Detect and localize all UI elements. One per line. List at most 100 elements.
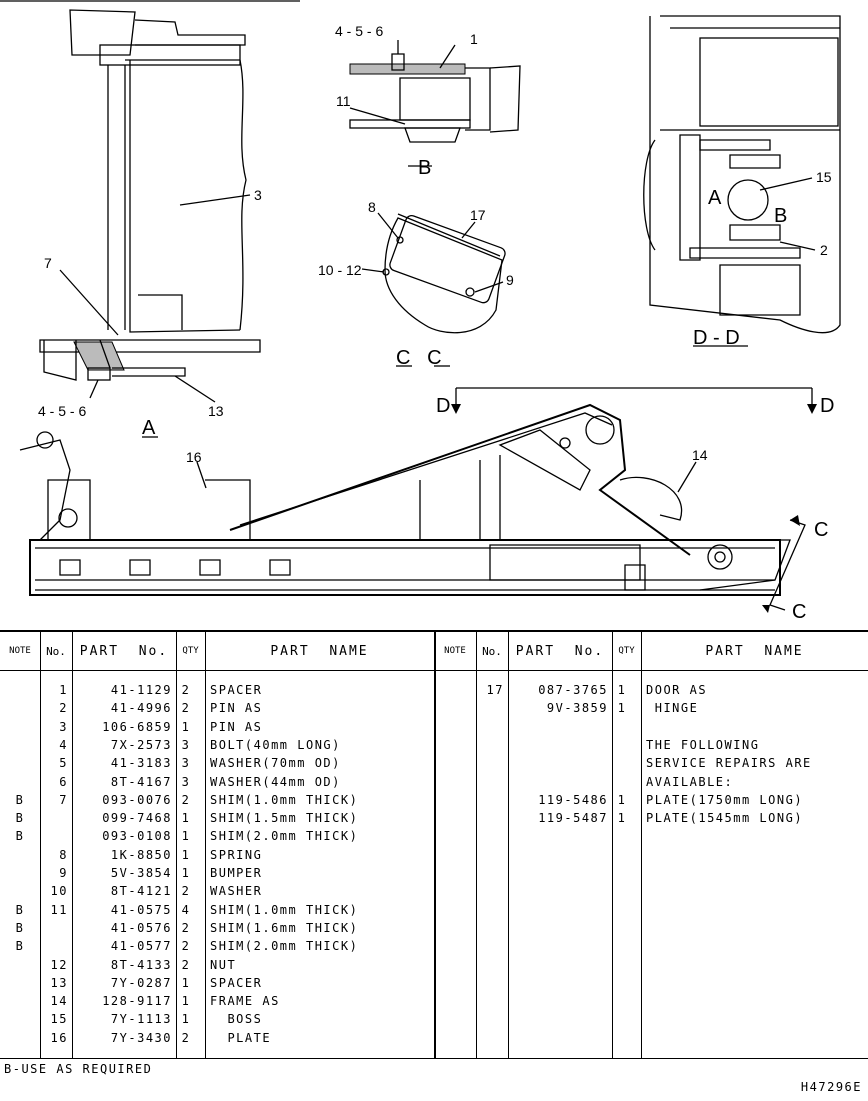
callout-b-4-5-6: 4 - 5 - 6	[335, 23, 383, 39]
row-quantity: 3	[181, 774, 191, 789]
view-dd-label-a: A	[708, 187, 722, 209]
view-dd-label-b: B	[774, 205, 787, 227]
row-item-number: 3	[59, 719, 68, 734]
row-note: B	[15, 902, 25, 917]
row-item-number: 11	[50, 902, 68, 917]
row-part-name: WASHER(70mm OD)	[210, 756, 341, 771]
parts-table: NOTE No. PART No. QTY PART NAME NOTE No.…	[0, 630, 868, 1059]
row-part-number: 119-5486	[538, 792, 608, 807]
row-part-number: 9V-3859	[546, 701, 608, 716]
row-part-name: SHIM(2.0mm THICK)	[210, 939, 359, 954]
row-item-number: 14	[50, 994, 68, 1009]
row-part-number: 099-7468	[102, 811, 172, 826]
header-part-name-right: PART NAME	[641, 632, 868, 671]
row-part-number: 41-0576	[110, 920, 172, 935]
view-cc-title: C C	[396, 347, 442, 369]
row-part-name: SHIM(1.0mm THICK)	[210, 792, 359, 807]
row-part-name: SPACER	[210, 683, 263, 697]
row-part-number: 5V-3854	[110, 866, 172, 880]
row-item-number: 2	[59, 701, 68, 716]
row-part-number: 8T-4167	[110, 774, 172, 789]
col-divider	[612, 632, 613, 1058]
callout-16: 16	[186, 449, 202, 465]
callout-3: 3	[254, 187, 262, 203]
header-part-name: PART NAME	[205, 632, 434, 671]
footnote: B-USE AS REQUIRED	[4, 1062, 153, 1076]
row-note: B	[15, 829, 25, 844]
view-b-title: B	[418, 157, 431, 179]
row-part-name: HINGE	[646, 701, 699, 716]
header-no: No.	[40, 632, 72, 671]
row-part-number: 7Y-3430	[110, 1030, 172, 1045]
callout-2: 2	[820, 242, 828, 258]
row-part-number: 8T-4133	[110, 957, 172, 972]
row-quantity: 2	[181, 701, 191, 716]
row-part-number: 41-3183	[110, 756, 172, 771]
row-part-name: PLATE(1545mm LONG)	[646, 811, 804, 826]
callout-9: 9	[506, 272, 514, 288]
row-quantity: 1	[181, 994, 191, 1009]
row-part-name: WASHER	[210, 884, 263, 899]
row-quantity: 4	[181, 902, 191, 917]
view-cc	[361, 212, 506, 367]
row-item-number: 9	[59, 866, 68, 880]
header-no-right: No.	[476, 632, 508, 671]
callout-8: 8	[368, 199, 376, 215]
row-part-number: 8T-4121	[110, 884, 172, 899]
callout-14: 14	[692, 447, 708, 463]
header-qty: QTY	[176, 632, 205, 671]
row-item-number: 15	[50, 1012, 68, 1027]
row-part-number: 128-9117	[102, 994, 172, 1009]
row-part-number: 41-0575	[110, 902, 172, 917]
row-quantity: 1	[181, 975, 191, 990]
row-quantity: 1	[181, 866, 191, 880]
row-item-number: 10	[50, 884, 68, 899]
row-part-name: AVAILABLE:	[646, 774, 734, 789]
row-part-name: BUMPER	[210, 866, 263, 880]
section-d-left: D	[436, 395, 450, 417]
col-divider	[72, 632, 73, 1058]
callout-7: 7	[44, 255, 52, 271]
row-note: B	[15, 939, 25, 954]
callout-13: 13	[208, 403, 224, 419]
header-note: NOTE	[0, 632, 40, 671]
row-part-number: 41-0577	[110, 939, 172, 954]
header-note-right: NOTE	[434, 632, 476, 671]
row-part-name: PLATE(1750mm LONG)	[646, 792, 804, 807]
row-note: B	[15, 792, 25, 807]
row-part-name: NUT	[210, 957, 237, 972]
row-part-number: 106-6859	[102, 719, 172, 734]
header-qty-right: QTY	[612, 632, 641, 671]
row-quantity: 1	[181, 1012, 191, 1027]
row-quantity: 1	[617, 683, 627, 697]
row-part-name: SPACER	[210, 975, 263, 990]
row-part-name: SERVICE REPAIRS ARE	[646, 756, 812, 771]
section-c-bottom: C	[792, 601, 806, 623]
row-part-number: 7Y-0287	[110, 975, 172, 990]
row-item-number: 17	[486, 683, 504, 697]
header-part-no-right: PART No.	[508, 632, 612, 671]
row-part-number: 41-4996	[110, 701, 172, 716]
row-part-name: SHIM(2.0mm THICK)	[210, 829, 359, 844]
col-divider	[641, 632, 642, 1058]
row-part-name: WASHER(44mm OD)	[210, 774, 341, 789]
row-part-number: 41-1129	[110, 683, 172, 697]
row-quantity: 1	[617, 701, 627, 716]
callout-10-12: 10 - 12	[318, 262, 362, 278]
row-item-number: 13	[50, 975, 68, 990]
row-part-name: SPRING	[210, 847, 263, 862]
col-divider	[40, 632, 41, 1058]
row-note: B	[15, 811, 25, 826]
row-part-number: 093-0076	[102, 792, 172, 807]
row-part-name: THE FOLLOWING	[646, 737, 760, 752]
view-dd-title: D - D	[693, 327, 740, 349]
row-part-number: 1K-8850	[110, 847, 172, 862]
callout-11: 11	[336, 93, 351, 109]
drawing-id: H47296E	[800, 1080, 862, 1094]
col-divider	[205, 632, 206, 1058]
view-a-title: A	[142, 417, 156, 439]
row-item-number: 7	[59, 792, 68, 807]
row-quantity: 1	[181, 829, 191, 844]
header-part-no: PART No.	[72, 632, 176, 671]
row-part-number: 087-3765	[538, 683, 608, 697]
